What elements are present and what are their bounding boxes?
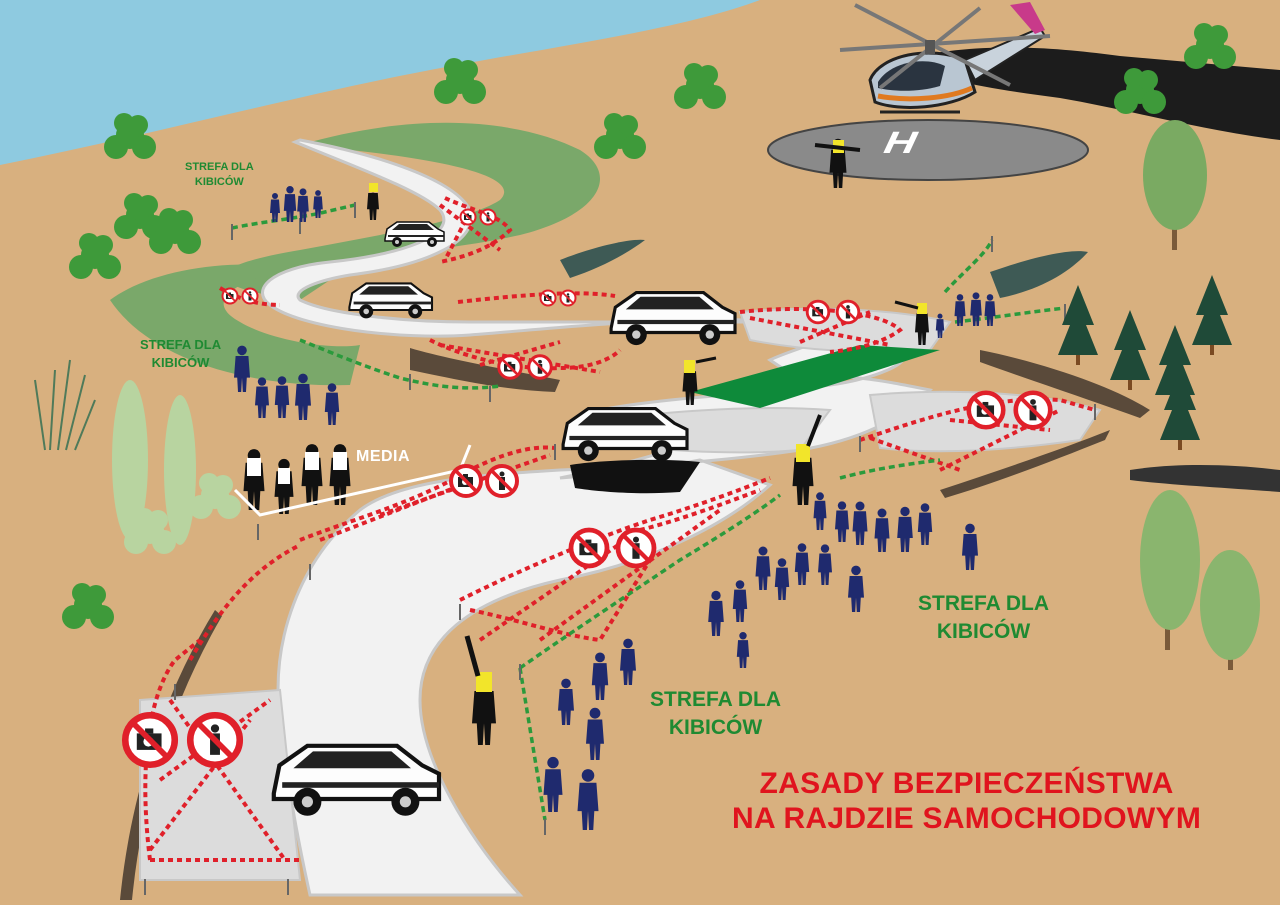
- helicopter: [839, 2, 1051, 114]
- paved-area: [139, 688, 302, 881]
- spectator-zone-label: STREFA DLA KIBICÓW: [140, 336, 221, 371]
- heliport: [767, 119, 1089, 181]
- rally-cars: [274, 221, 737, 816]
- grass-strip-upper: [224, 122, 600, 300]
- water-streak: [560, 239, 645, 278]
- dark-hill: [900, 47, 1280, 140]
- birch-trees: [1140, 120, 1260, 670]
- media-people: [243, 444, 351, 514]
- start-line: [690, 345, 940, 408]
- marshals: [367, 138, 929, 745]
- spectator-zone-label: STREFA DLA KIBICÓW: [918, 590, 1049, 647]
- spectator-zone-label-line1: STREFA DLA: [185, 161, 254, 173]
- ridge: [940, 430, 1110, 498]
- water-streak: [990, 251, 1088, 298]
- spectator-zone-label-line2: KIBICÓW: [151, 354, 210, 370]
- spectator-zone-label-line1: STREFA DLA: [650, 688, 782, 711]
- ridge: [980, 350, 1150, 418]
- spectator-zone-label-line2: KIBICÓW: [936, 620, 1031, 644]
- spectator-zone-label-line1: STREFA DLA: [918, 592, 1050, 615]
- poster-title: ZASADY BEZPIECZEŃSTWA NA RAJDZIE SAMOCHO…: [732, 766, 1201, 837]
- reeds: [34, 359, 96, 451]
- media-zone-line: [233, 444, 472, 517]
- spectator-zone-label: STREFA DLA KIBICÓW: [185, 160, 254, 190]
- media-zone-label: MEDIA: [356, 448, 411, 465]
- spectator-zone-label-line2: KIBICÓW: [194, 175, 244, 188]
- spectator-zone-tapes: [231, 203, 1066, 821]
- ridge: [410, 348, 560, 392]
- poster-title-line1: ZASADY BEZPIECZEŃSTWA: [759, 767, 1174, 800]
- poster-title-line2: NA RAJDZIE SAMOCHODOWYM: [732, 802, 1202, 836]
- grass-strip-lower: [110, 264, 360, 386]
- ridge: [1130, 465, 1280, 492]
- spectator-zone-label-line1: STREFA DLA: [140, 337, 222, 352]
- spectator-zone-label-line2: KIBICÓW: [668, 716, 763, 740]
- ridge: [120, 610, 222, 900]
- light-trees: [112, 380, 241, 554]
- sky: [0, 0, 760, 165]
- spectator-zone-label: STREFA DLA KIBICÓW: [650, 686, 781, 743]
